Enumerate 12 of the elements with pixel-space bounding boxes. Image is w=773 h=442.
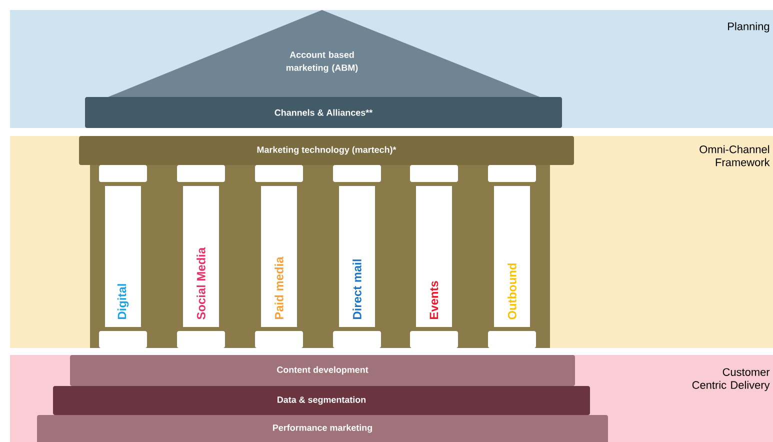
pillar: Direct mail	[339, 186, 375, 327]
roof-triangle: Account based marketing (ABM)	[108, 10, 540, 97]
bar: Marketing technology (martech)*	[79, 136, 574, 165]
pillar: Outbound	[494, 186, 530, 327]
pillar: Social Media	[183, 186, 219, 327]
pillar: Events	[416, 186, 452, 327]
pillar: Digital	[105, 186, 141, 327]
bar: Performance marketing	[37, 415, 608, 442]
bar: Data & segmentation	[53, 386, 590, 415]
bar: Content development	[70, 355, 575, 386]
pillar: Paid media	[261, 186, 297, 327]
bar: Channels & Alliances**	[85, 97, 562, 128]
